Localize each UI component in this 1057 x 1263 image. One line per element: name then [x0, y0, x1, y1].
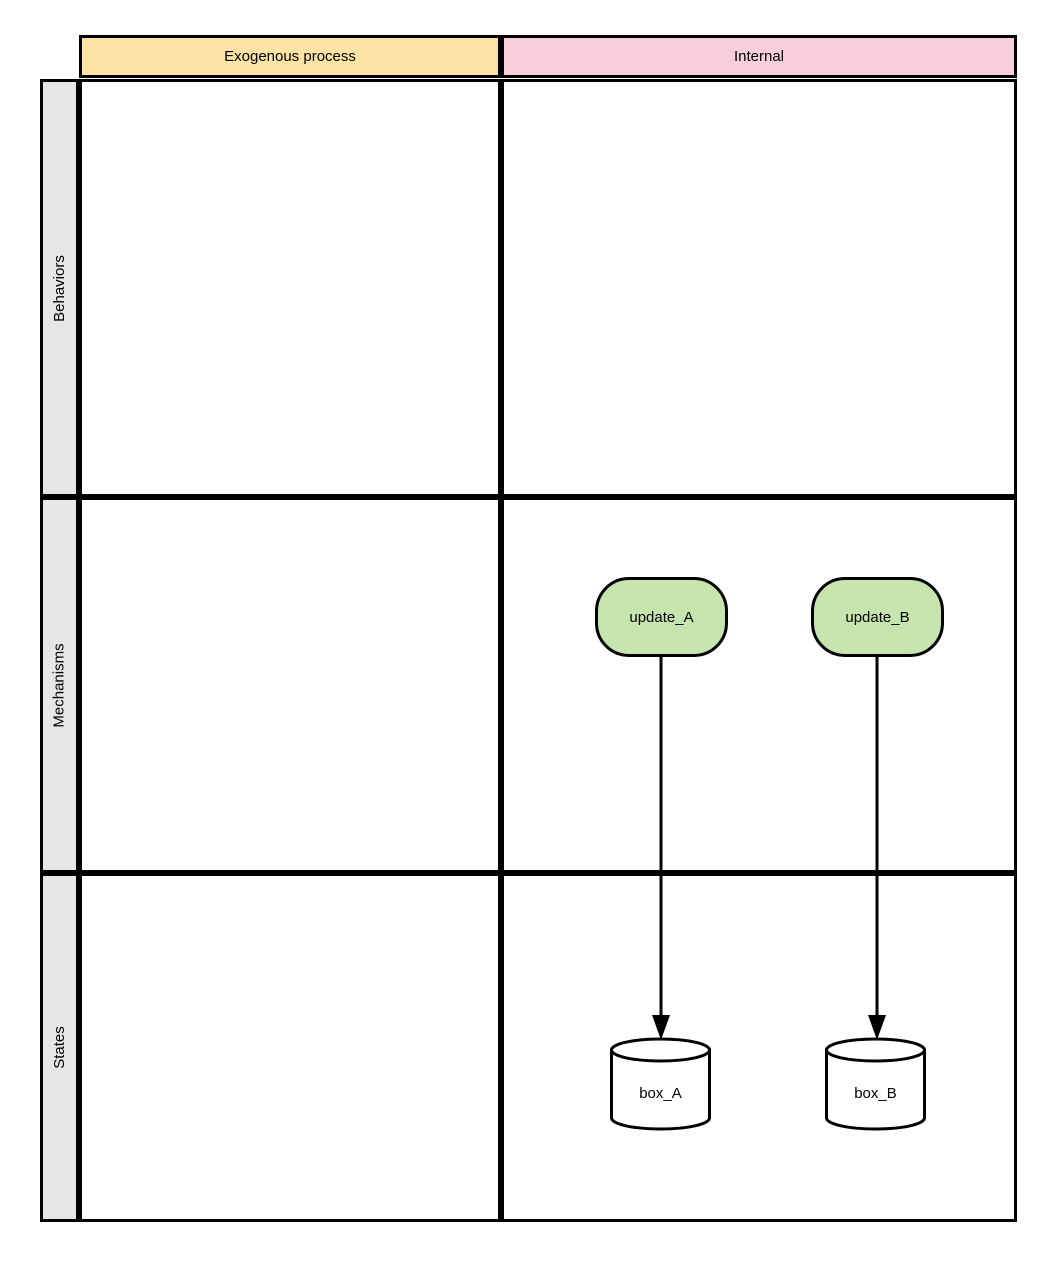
- node-update-b[interactable]: update_B: [811, 577, 944, 657]
- row-label-states-text: States: [51, 1026, 68, 1069]
- column-header-internal: Internal: [501, 35, 1017, 78]
- cylinder-shape-box-a: [610, 1037, 711, 1131]
- cylinder-shape-box-b: [825, 1037, 926, 1131]
- node-update-a[interactable]: update_A: [595, 577, 728, 657]
- row-label-mechanisms-text: Mechanisms: [51, 642, 69, 728]
- cell-behaviors-exogenous: [79, 79, 501, 497]
- cell-behaviors-internal: [501, 79, 1017, 497]
- cell-mechanisms-exogenous: [79, 497, 501, 873]
- node-box-a[interactable]: box_A: [610, 1037, 711, 1131]
- row-label-behaviors: Behaviors: [40, 79, 79, 497]
- cell-states-internal: [501, 873, 1017, 1222]
- row-label-mechanisms: Mechanisms: [40, 497, 79, 873]
- node-box-b[interactable]: box_B: [825, 1037, 926, 1131]
- row-label-states: States: [40, 873, 79, 1222]
- row-label-behaviors-text: Behaviors: [51, 254, 69, 322]
- cell-mechanisms-internal: [501, 497, 1017, 873]
- column-header-exogenous-process: Exogenous process: [79, 35, 501, 78]
- cell-states-exogenous: [79, 873, 501, 1222]
